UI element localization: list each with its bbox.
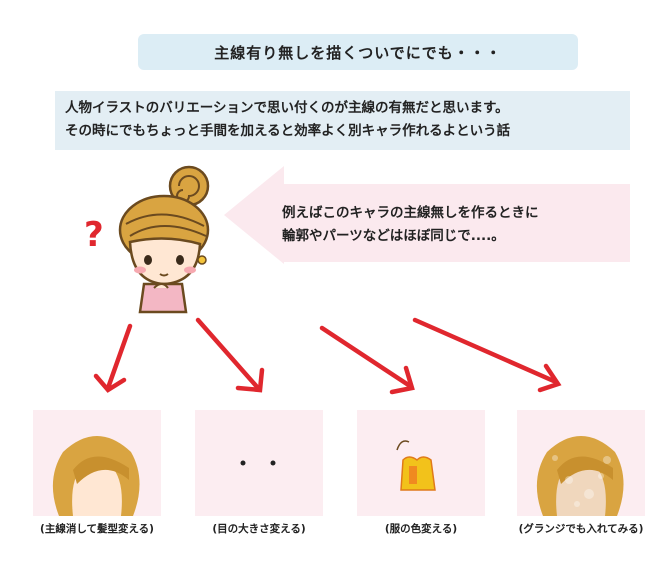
arrow-to-panel-3 [319,325,413,389]
note-arrow-shape [224,166,630,264]
character-illustration: ? [82,164,222,314]
title-text: 主線有り無しを描くついでにでも・・・ [214,43,502,62]
arrow-to-panel-4 [412,317,559,385]
arrow-to-panel-2 [195,317,261,391]
caption-clothes-color: (服の色変える) [384,523,458,535]
caption-eye-size: (目の大きさ変える) [212,523,306,535]
question-mark-icon: ? [84,215,104,255]
caption-grunge: (グランジでも入れてみる) [518,523,644,535]
panel-eye-size [195,410,323,516]
panel-grunge [517,410,645,516]
panel-clothes-color [357,410,485,516]
arrow-head-4 [537,363,562,393]
note-line-1: 例えばこのキャラの主線無しを作るときに [282,205,539,221]
arrow-head-1 [93,373,127,393]
intro-box: 人物イラストのバリエーションで思い付くのが主線の有無だと思います。 その時にでも… [55,91,630,150]
title-banner: 主線有り無しを描くついでにでも・・・ [138,34,578,70]
arrow-to-panel-1 [105,323,133,391]
panel-hairstyle [33,410,161,516]
intro-line-1: 人物イラストのバリエーションで思い付くのが主線の有無だと思います。 [65,100,509,116]
intro-line-2: その時にでもちょっと手間を加えると効率よく別キャラ作れるよという話 [65,123,511,139]
caption-hairstyle: (主線消して髪型変える) [40,523,154,535]
note-arrow-box: 例えばこのキャラの主線無しを作るときに 輪郭やパーツなどはほぼ同じで....。 [224,166,630,264]
arrow-head-3 [389,365,415,395]
branch-arrows [93,317,562,395]
note-line-2: 輪郭やパーツなどはほぼ同じで....。 [282,228,505,244]
arrow-head-2 [235,367,265,393]
